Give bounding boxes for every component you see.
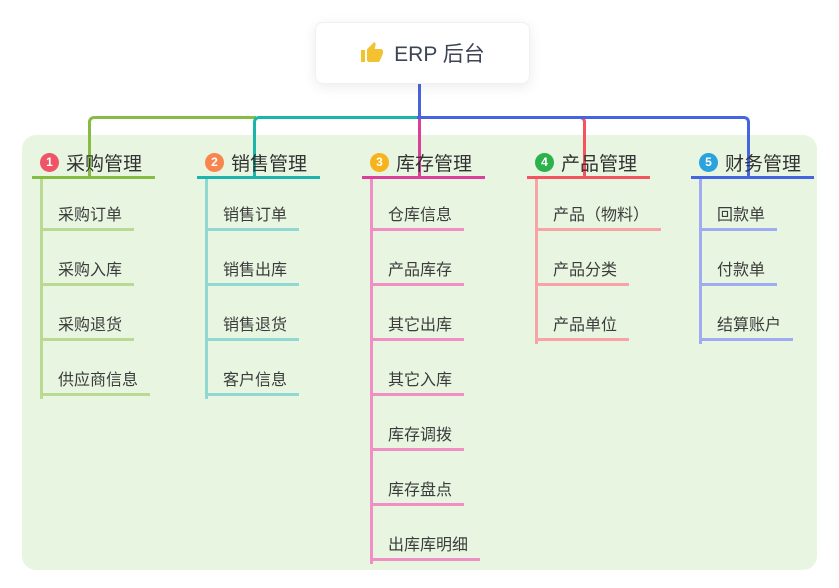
branch-2: 2 销售管理销售订单销售出库销售退货客户信息 — [197, 0, 407, 588]
connector-branch-1 — [88, 116, 256, 179]
child-node[interactable]: 付款单 — [699, 258, 778, 286]
child-node[interactable]: 回款单 — [699, 203, 778, 231]
branch-5: 5 财务管理回款单付款单结算账户 — [691, 0, 839, 588]
branch-title-label: 财务管理 — [725, 153, 802, 175]
branch-title-label: 采购管理 — [66, 153, 143, 175]
branch-node-4[interactable]: 4 产品管理 — [527, 148, 650, 179]
child-node[interactable]: 客户信息 — [205, 368, 300, 396]
child-node[interactable]: 结算账户 — [699, 313, 794, 341]
root-title: ERP 后台 — [394, 43, 485, 66]
child-node[interactable]: 采购订单 — [40, 203, 135, 231]
child-node[interactable]: 供应商信息 — [40, 368, 151, 396]
branch-number-badge: 1 — [40, 152, 59, 172]
child-node[interactable]: 采购入库 — [40, 258, 135, 286]
branch-number-badge: 5 — [699, 152, 718, 172]
branch-3: 3 库存管理仓库信息产品库存其它出库其它入库库存调拨库存盘点出库库明细 — [362, 0, 572, 588]
child-node[interactable]: 产品分类 — [535, 258, 630, 286]
branch-node-5[interactable]: 5 财务管理 — [691, 148, 814, 179]
children-connector — [699, 179, 702, 344]
children-connector — [40, 179, 43, 399]
branch-number-badge: 4 — [535, 152, 554, 172]
connector-branch-2 — [253, 116, 421, 179]
children-connector — [205, 179, 208, 399]
branch-title-label: 库存管理 — [396, 153, 473, 175]
connector-branch-3 — [418, 116, 421, 179]
child-node[interactable]: 销售出库 — [205, 258, 300, 286]
branch-4: 4 产品管理产品（物料） 产品分类产品单位 — [527, 0, 737, 588]
connector-branch-5 — [417, 116, 750, 179]
child-node[interactable]: 出库库明细 — [370, 533, 481, 561]
child-node[interactable]: 销售订单 — [205, 203, 300, 231]
child-node[interactable]: 库存盘点 — [370, 478, 465, 506]
root-node[interactable]: ERP 后台 — [315, 22, 530, 84]
thumbs-up-icon — [360, 41, 384, 65]
child-node[interactable]: 产品库存 — [370, 258, 465, 286]
child-node[interactable]: 其它出库 — [370, 313, 465, 341]
branch-1: 1 采购管理采购订单采购入库采购退货供应商信息 — [32, 0, 242, 588]
mindmap-panel — [22, 135, 817, 570]
children-connector — [370, 179, 373, 564]
child-node[interactable]: 采购退货 — [40, 313, 135, 341]
child-node[interactable]: 产品（物料） — [535, 203, 662, 231]
branch-number-badge: 2 — [205, 152, 224, 172]
child-node[interactable]: 库存调拨 — [370, 423, 465, 451]
root-connector — [418, 82, 421, 119]
children-connector — [535, 179, 538, 344]
branch-node-3[interactable]: 3 库存管理 — [362, 148, 485, 179]
child-node[interactable]: 产品单位 — [535, 313, 630, 341]
branch-number-badge: 3 — [370, 152, 389, 172]
branch-title-label: 产品管理 — [561, 153, 638, 175]
child-node[interactable]: 其它入库 — [370, 368, 465, 396]
child-node[interactable]: 仓库信息 — [370, 203, 465, 231]
child-node[interactable]: 销售退货 — [205, 313, 300, 341]
branch-title-label: 销售管理 — [231, 153, 308, 175]
branch-node-2[interactable]: 2 销售管理 — [197, 148, 320, 179]
branch-node-1[interactable]: 1 采购管理 — [32, 148, 155, 179]
